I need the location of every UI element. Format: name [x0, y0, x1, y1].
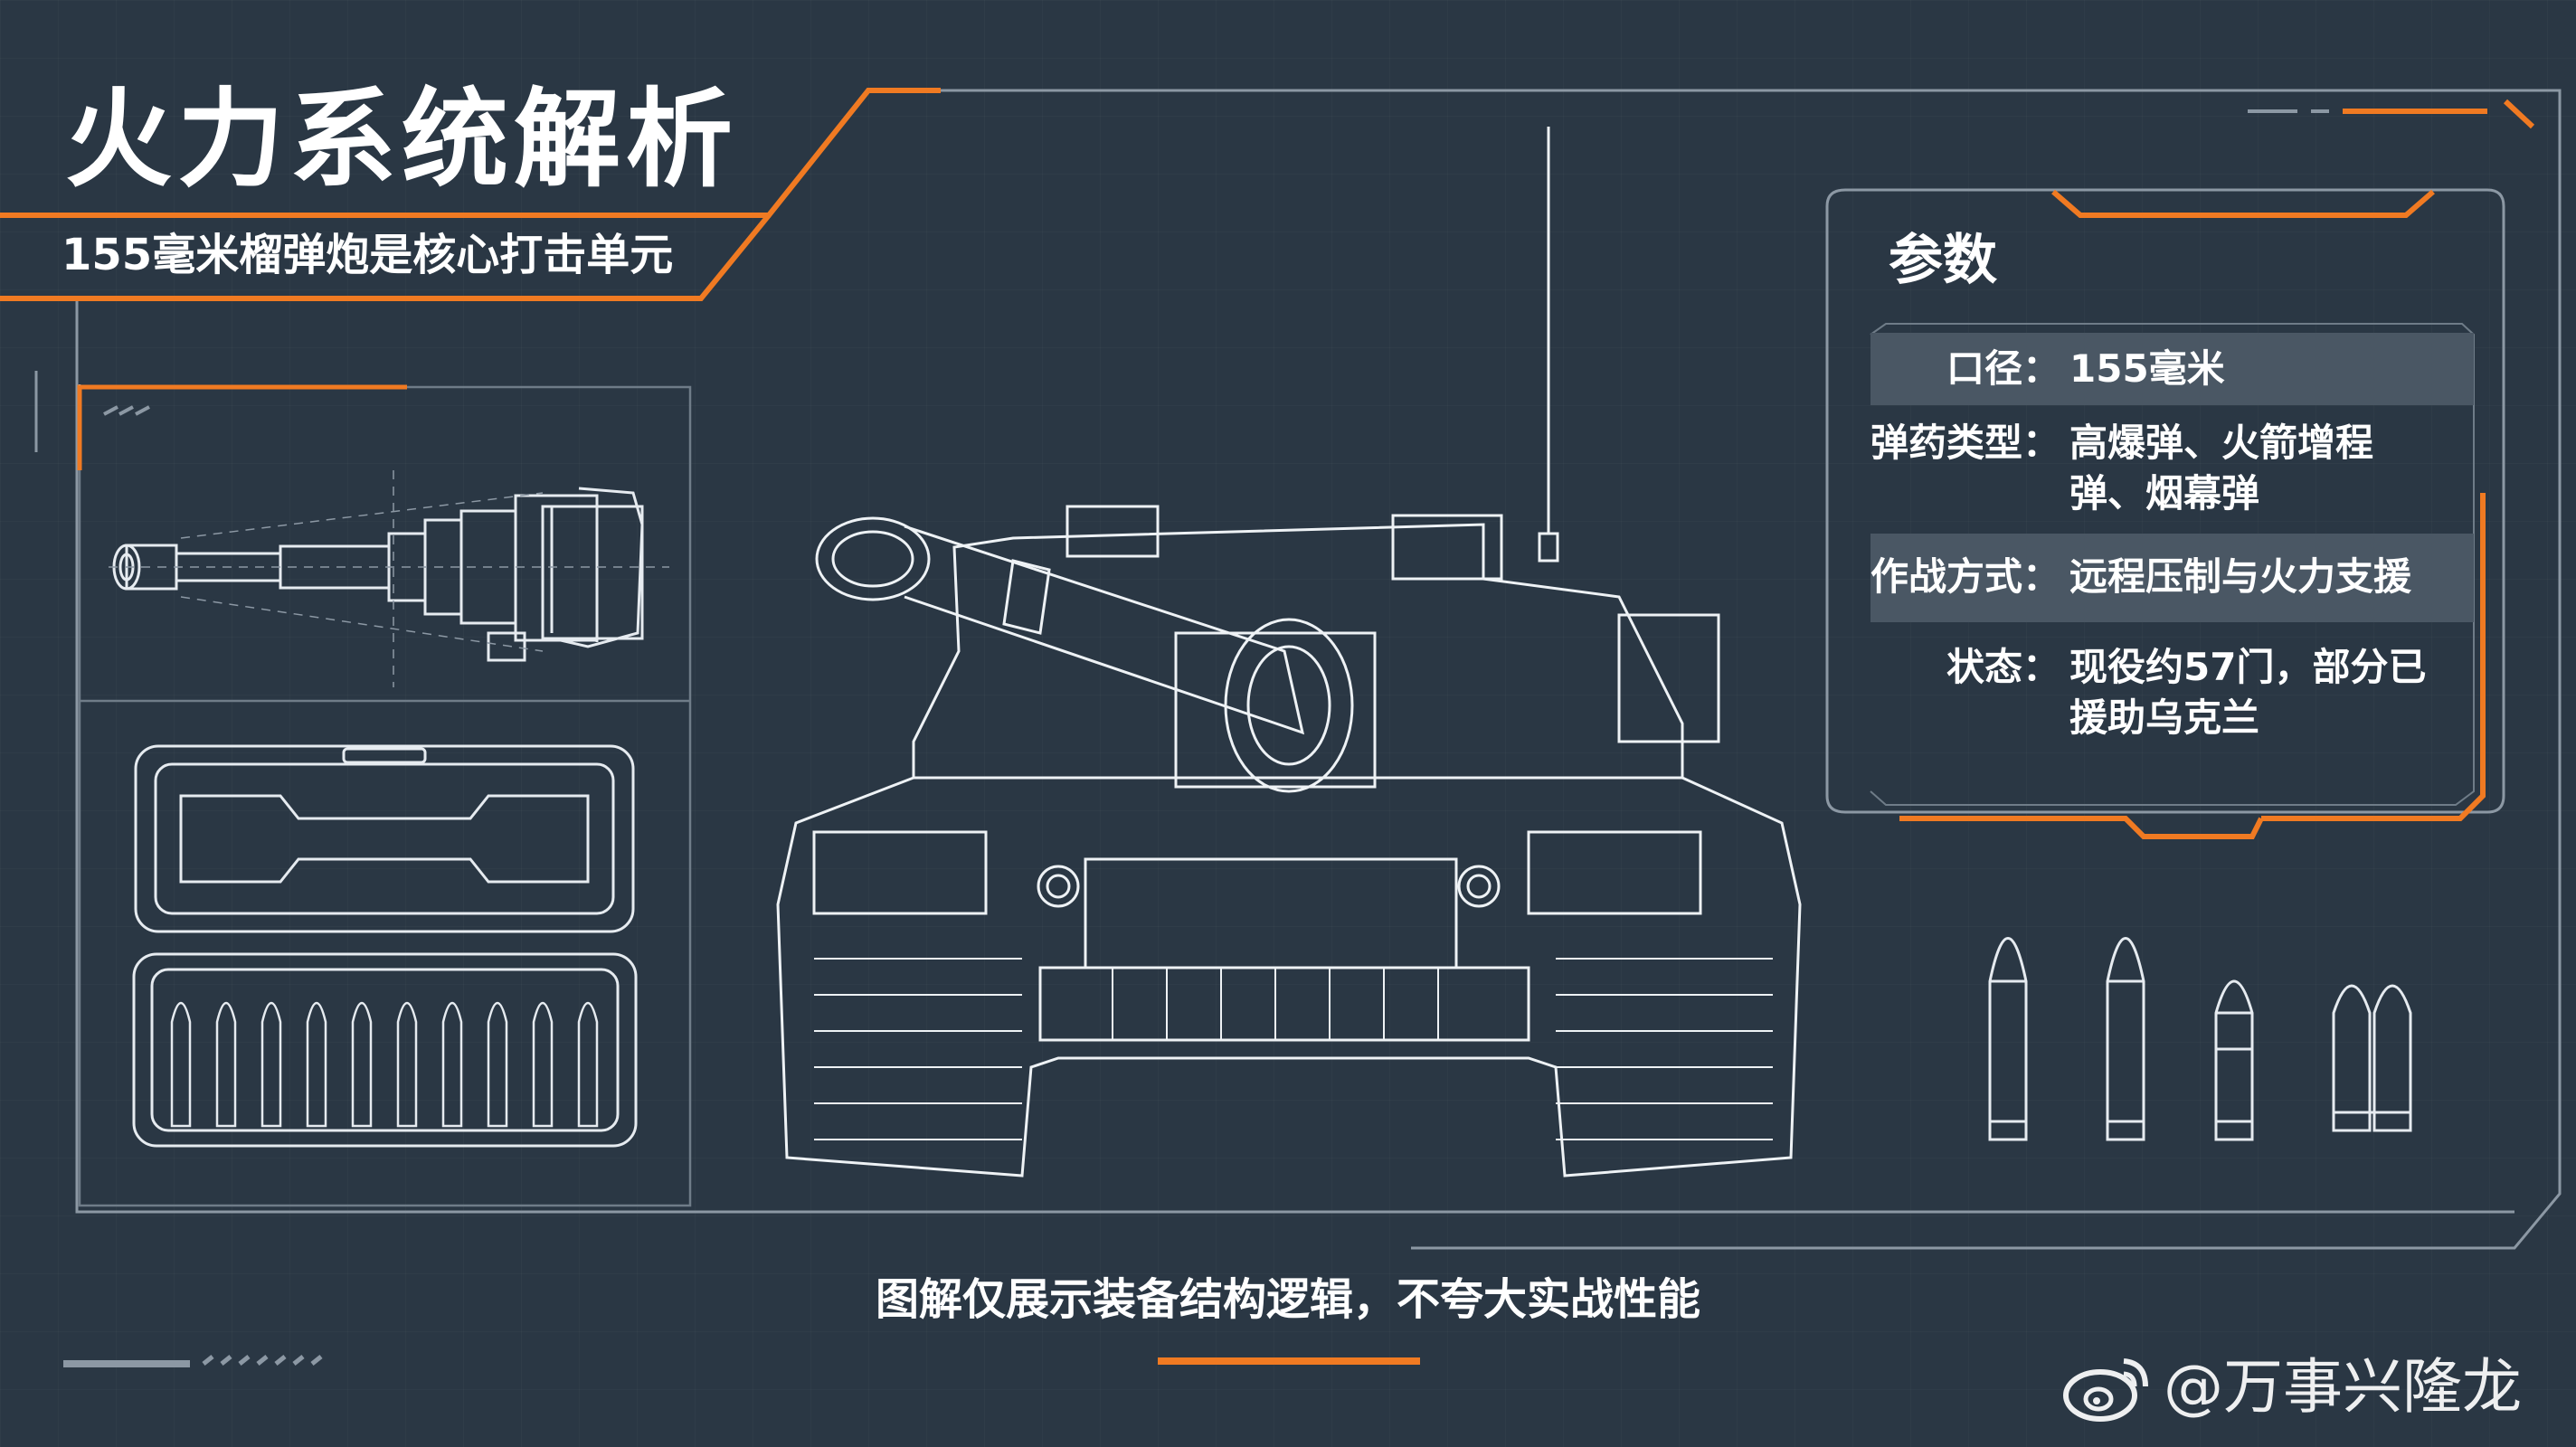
shell-silhouettes — [1988, 937, 2412, 1141]
howitzer-breech-illustration — [112, 487, 644, 662]
param-row-mode: 作战方式： 远程压制与火力支援 — [1870, 534, 2474, 622]
param-label: 状态： — [1946, 645, 2060, 689]
param-label: 弹药类型： — [1870, 421, 2061, 465]
param-label: 口径： — [1946, 346, 2060, 391]
page-title: 火力系统解析 — [65, 77, 739, 202]
params-title: 参数 — [1889, 229, 1997, 292]
param-value: 高爆弹、火箭增程弹、烟幕弹 — [2069, 421, 2374, 515]
watermark-text: @万事兴隆龙 — [2164, 1352, 2522, 1422]
param-value: 现役约57门，部分已援助乌克兰 — [2069, 645, 2427, 740]
tank-tracks — [814, 958, 1773, 1140]
param-value: 远程压制与火力支援 — [2069, 554, 2412, 599]
page-subtitle: 155毫米榴弹炮是核心打击单元 — [62, 230, 674, 280]
param-row-ammo: 弹药类型： 高爆弹、火箭增程弹、烟幕弹 — [1870, 418, 2474, 535]
disclaimer-text: 图解仅展示装备结构逻辑，不夸大实战性能 — [875, 1274, 1700, 1325]
param-label: 作战方式： — [1870, 554, 2061, 599]
ammo-crate-illustration — [132, 744, 638, 1148]
params-panel — [1825, 188, 2505, 839]
bottom-accents — [63, 1355, 1420, 1367]
param-row-status: 状态： 现役约57门，部分已援助乌克兰 — [1870, 642, 2474, 760]
param-row-caliber: 口径： 155毫米 — [1870, 333, 2474, 405]
weibo-icon — [2063, 1358, 2148, 1422]
param-value: 155毫米 — [2069, 346, 2225, 391]
crate-shells — [170, 1002, 599, 1128]
tank-illustration — [776, 127, 1802, 1177]
watermark: @万事兴隆龙 — [2062, 1352, 2522, 1423]
